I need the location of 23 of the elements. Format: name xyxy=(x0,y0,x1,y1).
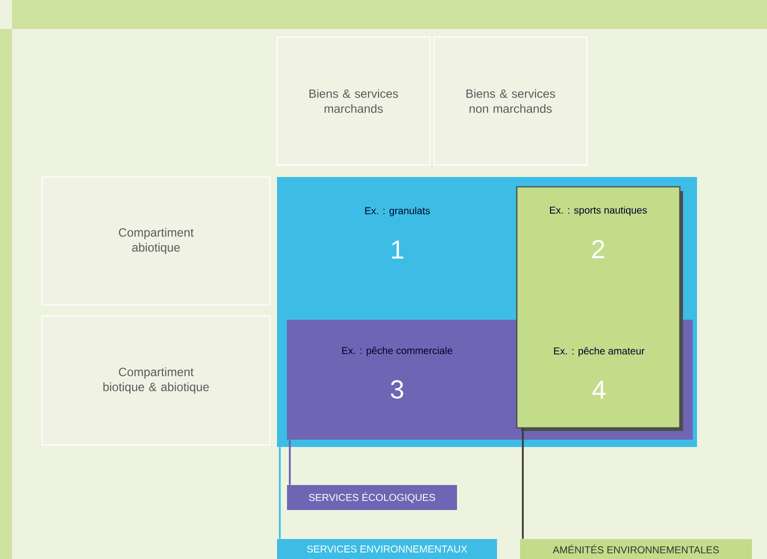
header-box: Compartiment abiotique xyxy=(42,176,270,306)
node-text: Ex. : granulats 1 xyxy=(365,206,430,259)
cell-number: 3 xyxy=(390,380,404,399)
node-text: Ex. : pêche commerciale 3 xyxy=(342,346,452,399)
cell-number: 1 xyxy=(392,240,404,259)
cell-number: 4 xyxy=(592,380,606,399)
leader-line xyxy=(522,428,524,539)
leader-line xyxy=(278,447,281,539)
category-tag: SERVICES ÉCOLOGIQUES xyxy=(287,485,457,510)
leader-line xyxy=(288,440,291,485)
cell-number: 2 xyxy=(592,240,604,258)
example-text: Ex. : pêche amateur xyxy=(554,347,644,356)
header-box: Compartiment biotique & abiotique xyxy=(42,316,270,446)
category-tag: SERVICES ENVIRONNEMENTAUX xyxy=(277,539,497,559)
header-box: Biens & services marchands xyxy=(276,36,430,166)
region-box xyxy=(516,186,683,431)
header-box: Biens & services non marchands xyxy=(434,36,588,166)
example-text: Ex. : granulats xyxy=(365,206,430,216)
example-text: Ex. : sports nautiques xyxy=(550,206,647,216)
example-text: Ex. : pêche commerciale xyxy=(342,346,452,356)
node-text: Ex. : sports nautiques 2 xyxy=(550,206,647,258)
category-tag: AMÉNITÉS ENVIRONNEMENTALES xyxy=(520,539,752,559)
node-text: Ex. : pêche amateur 4 xyxy=(554,347,645,399)
